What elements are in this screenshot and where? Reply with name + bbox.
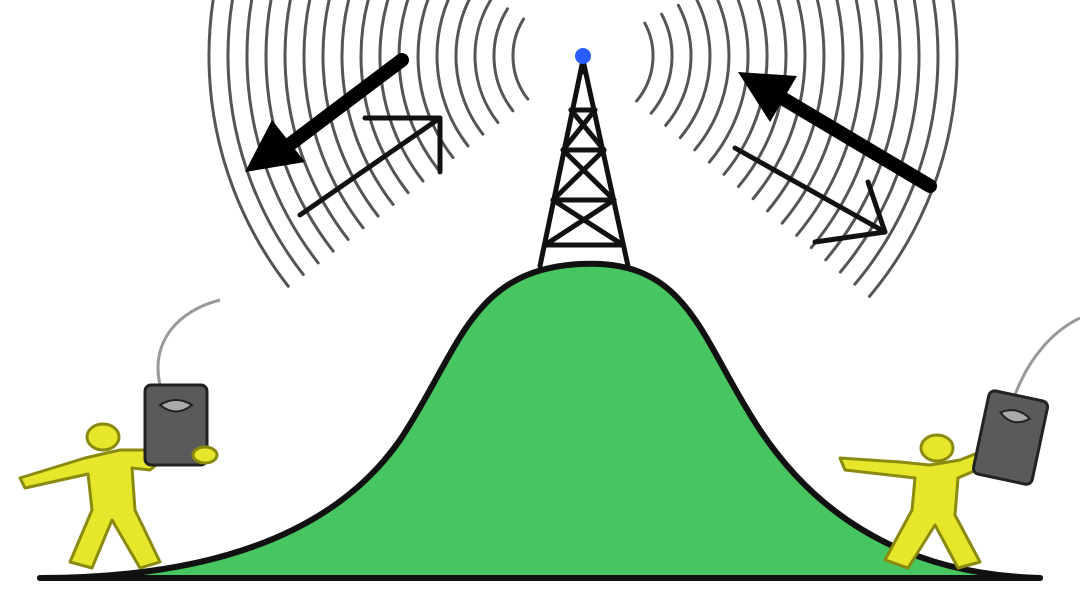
beacon-light-icon	[575, 48, 591, 64]
left-handheld-radio-icon	[145, 385, 217, 465]
